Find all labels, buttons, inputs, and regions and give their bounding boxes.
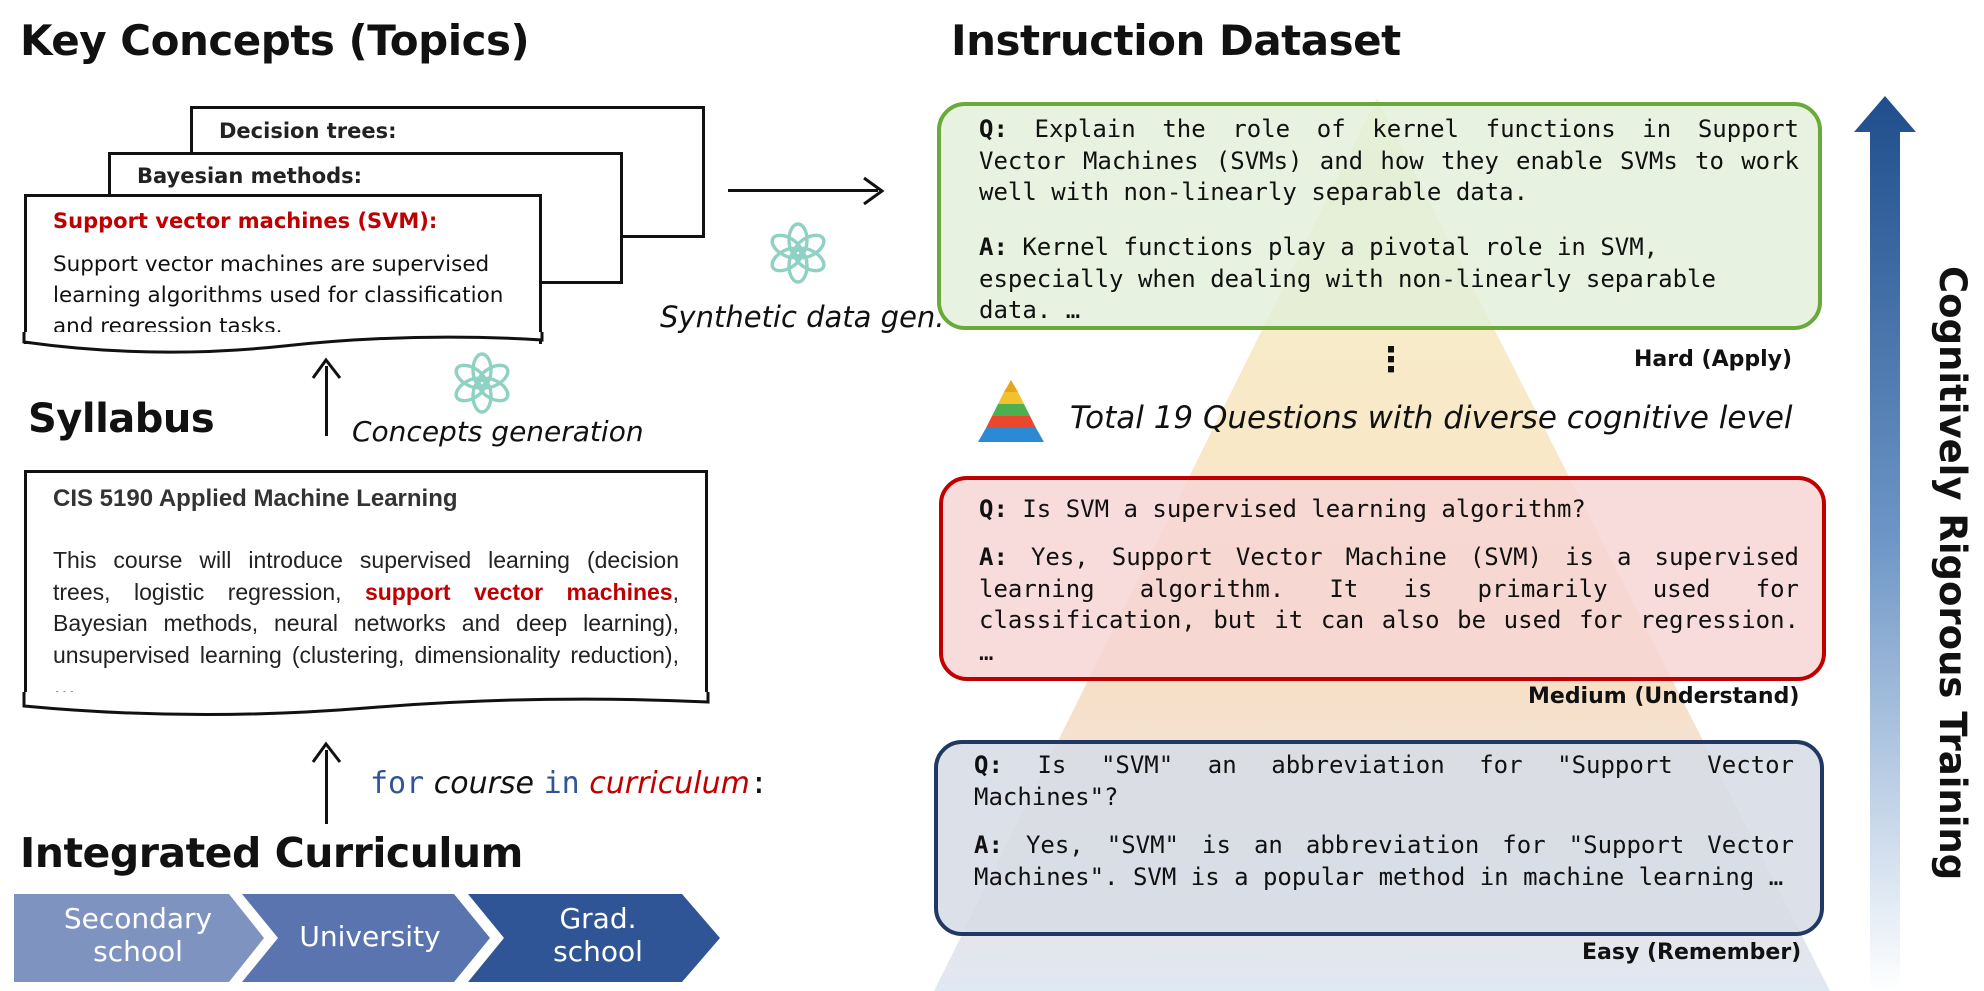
- svm-card-wavy-bottom: [22, 332, 544, 354]
- curriculum-title: Integrated Curriculum: [20, 829, 523, 877]
- key-concepts-title: Key Concepts (Topics): [20, 16, 530, 65]
- openai-logo-icon: [766, 222, 830, 284]
- syllabus-card: CIS 5190 Applied Machine Learning This c…: [24, 470, 708, 700]
- level-label-easy: Easy (Remember): [1582, 940, 1802, 965]
- concepts-generation-label: Concepts generation: [352, 415, 644, 448]
- concept-card-title: Decision trees:: [219, 119, 397, 143]
- syllabus-title: Syllabus: [28, 396, 215, 442]
- question-text: Q: Is SVM a supervised learning algorith…: [979, 495, 1586, 523]
- chevron-secondary-school: [14, 894, 264, 982]
- loop-expression: for course in curriculum:: [370, 766, 768, 801]
- arrow-head-right-icon: [863, 176, 885, 206]
- rigor-arrow-icon: [1854, 96, 1916, 991]
- stage-label-grad: Grad. school: [553, 902, 643, 968]
- rigor-axis-label: Cognitively Rigorous Training: [1931, 266, 1974, 881]
- concept-card-title: Bayesian methods:: [137, 164, 363, 188]
- level-label-hard: Hard (Apply): [1634, 347, 1793, 372]
- qa-card-hard: Q: Explain the role of kernel functions …: [937, 102, 1822, 330]
- syllabus-body: This course will introduce supervised le…: [53, 547, 679, 699]
- stage-label-secondary: Secondary school: [63, 902, 213, 968]
- question-text: Q: Is "SVM" an abbreviation for "Support…: [974, 751, 1794, 811]
- curriculum-chevrons: [14, 894, 720, 982]
- chevron-university: [242, 894, 490, 982]
- concept-card-svm: Support vector machines (SVM): Support v…: [24, 194, 542, 344]
- instruction-dataset-title: Instruction Dataset: [951, 16, 1401, 65]
- arrow-syllabus-to-concepts: [325, 366, 328, 436]
- syllabus-highlight: support vector machines: [364, 578, 673, 605]
- pyramid-icon: [978, 380, 1044, 442]
- stage-label-university: University: [299, 920, 441, 953]
- qa-card-medium: Q: Is SVM a supervised learning algorith…: [939, 476, 1826, 681]
- openai-logo-icon: [450, 352, 514, 414]
- answer-text: A: Yes, Support Vector Machine (SVM) is …: [979, 543, 1799, 666]
- more-questions-ellipsis: ⋮: [1374, 340, 1408, 380]
- qa-card-easy: Q: Is "SVM" an abbreviation for "Support…: [934, 740, 1824, 936]
- arrow-head-icon: [311, 741, 342, 763]
- arrow-curriculum-to-syllabus: [325, 750, 328, 824]
- concept-card-title: Support vector machines (SVM):: [53, 209, 438, 233]
- course-title: CIS 5190 Applied Machine Learning: [53, 485, 458, 512]
- chevron-grad-school: [468, 894, 720, 982]
- synthetic-data-label: Synthetic data gen.: [660, 300, 945, 334]
- answer-text: A: Yes, "SVM" is an abbreviation for "Su…: [974, 831, 1794, 891]
- level-label-medium: Medium (Understand): [1528, 684, 1800, 709]
- syllabus-wavy-bottom: [22, 692, 710, 717]
- arrow-head-icon: [311, 357, 342, 379]
- question-text: Q: Explain the role of kernel functions …: [979, 115, 1799, 206]
- arrow-concepts-to-dataset: [728, 189, 878, 192]
- answer-text: A: Kernel functions play a pivotal role …: [979, 233, 1716, 324]
- total-questions-label: Total 19 Questions with diverse cognitiv…: [1070, 400, 1793, 436]
